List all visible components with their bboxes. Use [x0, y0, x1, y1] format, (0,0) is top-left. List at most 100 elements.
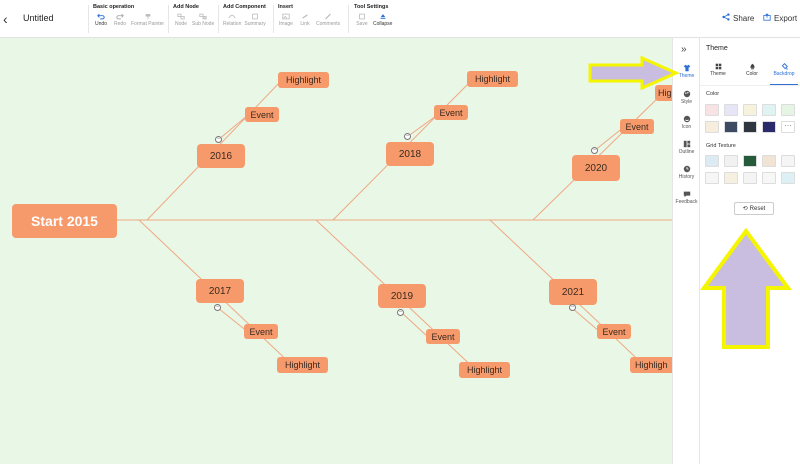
shirt-icon: [683, 64, 690, 72]
outline-icon: [683, 140, 690, 148]
color-swatch[interactable]: [781, 104, 795, 116]
root-node[interactable]: Start 2015: [12, 204, 117, 238]
highlight-node[interactable]: Highligh: [630, 357, 672, 373]
highlight-node[interactable]: Highlight: [459, 362, 510, 378]
color-swatch[interactable]: [705, 121, 719, 133]
reset-button[interactable]: ⟲ Reset: [734, 202, 774, 215]
texture-swatch[interactable]: [705, 155, 719, 167]
bell-icon: [749, 63, 755, 70]
image-button[interactable]: Image: [278, 13, 294, 27]
highlight-node[interactable]: Highlight: [467, 71, 518, 87]
texture-swatch[interactable]: [724, 172, 738, 184]
year-node-2017[interactable]: 2017: [196, 279, 244, 303]
save-button[interactable]: Save: [354, 13, 370, 27]
texture-swatch[interactable]: [743, 172, 757, 184]
collapse-toggle[interactable]: −: [214, 304, 221, 311]
collapse-toggle[interactable]: −: [215, 136, 222, 143]
sidebar-item-feedback[interactable]: Feedback: [673, 190, 700, 205]
redo-button[interactable]: Redo: [112, 13, 128, 27]
color-section-label: Color: [706, 91, 720, 97]
highlight-node[interactable]: Highlight: [278, 72, 329, 88]
color-swatch[interactable]: [724, 121, 738, 133]
color-swatch[interactable]: [705, 104, 719, 116]
group-tool-settings: Tool Settings Save Collapse: [354, 4, 392, 27]
sidebar-item-label: Icon: [681, 124, 692, 130]
group-title: Add Node: [173, 4, 199, 10]
summary-button[interactable]: Summary: [244, 13, 266, 27]
undo-button[interactable]: Undo: [93, 13, 109, 27]
group-add-component: Add Component Relation Summary: [223, 4, 266, 27]
texture-section-label: Grid Texture: [706, 143, 736, 149]
texture-swatch[interactable]: [743, 155, 757, 167]
export-button[interactable]: Export: [763, 13, 797, 23]
more-colors-button[interactable]: ⋯: [781, 121, 795, 133]
color-swatch[interactable]: [724, 104, 738, 116]
smiley-icon: [683, 115, 690, 123]
clock-icon: [683, 165, 690, 173]
event-node[interactable]: Event: [245, 107, 279, 122]
sub-node-button[interactable]: Sub Node: [192, 13, 214, 27]
node-button[interactable]: Node: [173, 13, 189, 27]
collapse-button[interactable]: Collapse: [373, 13, 392, 27]
texture-swatch[interactable]: [762, 172, 776, 184]
highlight-node[interactable]: Hig: [655, 85, 672, 101]
relation-button[interactable]: Relation: [223, 13, 241, 27]
event-node[interactable]: Event: [244, 324, 278, 339]
year-node-2020[interactable]: 2020: [572, 155, 620, 181]
event-node[interactable]: Event: [434, 105, 468, 120]
panel-title: Theme: [706, 45, 728, 52]
collapse-toggle[interactable]: −: [404, 133, 411, 140]
tab-theme[interactable]: Theme: [703, 63, 733, 77]
texture-swatch[interactable]: [781, 155, 795, 167]
undo-icon: [97, 13, 105, 20]
link-button[interactable]: Link: [297, 13, 313, 27]
color-swatch[interactable]: [743, 104, 757, 116]
sub-node-icon: [199, 13, 207, 20]
sidebar-item-label: Feedback: [675, 199, 698, 205]
event-node[interactable]: Event: [426, 329, 460, 344]
collapse-toggle[interactable]: −: [397, 309, 404, 316]
collapse-toggle[interactable]: −: [591, 147, 598, 154]
image-icon: [282, 13, 290, 20]
redo-icon: [116, 13, 124, 20]
event-node[interactable]: Event: [620, 119, 654, 134]
format-painter-button[interactable]: Format Painter: [131, 13, 164, 27]
sidebar-item-icon[interactable]: Icon: [673, 115, 700, 130]
texture-swatch[interactable]: [781, 172, 795, 184]
texture-swatch[interactable]: [705, 172, 719, 184]
year-node-2016[interactable]: 2016: [197, 144, 245, 168]
event-node[interactable]: Event: [597, 324, 631, 339]
paint-bucket-icon: [781, 63, 788, 70]
color-swatch[interactable]: [743, 121, 757, 133]
year-node-2021[interactable]: 2021: [549, 279, 597, 305]
document-title[interactable]: Untitled: [23, 13, 54, 23]
color-swatch[interactable]: [762, 121, 776, 133]
sidebar-item-theme[interactable]: Theme: [673, 64, 700, 79]
comments-button[interactable]: Comments: [316, 13, 340, 27]
summary-icon: [251, 13, 259, 20]
texture-swatch[interactable]: [724, 155, 738, 167]
export-label: Export: [774, 13, 798, 23]
tab-label: Theme: [710, 71, 726, 77]
node-icon: [177, 13, 185, 20]
sidebar-item-outline[interactable]: Outline: [673, 140, 700, 155]
feedback-icon: [683, 191, 690, 198]
group-title: Basic operation: [93, 4, 135, 10]
mind-map-canvas[interactable]: Start 2015 2016 2018 2020 2017 2019 2021…: [0, 38, 672, 464]
year-node-2018[interactable]: 2018: [386, 142, 434, 166]
share-button[interactable]: Share: [722, 13, 754, 23]
texture-swatch[interactable]: [762, 155, 776, 167]
sidebar-item-label: Style: [680, 99, 693, 105]
reset-icon: ⟲: [742, 206, 748, 212]
highlight-node[interactable]: Highlight: [277, 357, 328, 373]
back-icon[interactable]: ‹: [3, 11, 8, 27]
color-swatch[interactable]: [762, 104, 776, 116]
collapse-panel-icon[interactable]: »: [681, 44, 687, 55]
year-node-2019[interactable]: 2019: [378, 284, 426, 308]
tab-backdrop[interactable]: Backdrop: [769, 63, 799, 77]
sidebar-item-history[interactable]: History: [673, 165, 700, 180]
collapse-toggle[interactable]: −: [569, 304, 576, 311]
tab-color[interactable]: Color: [737, 63, 767, 77]
sidebar-item-style[interactable]: Style: [673, 90, 700, 105]
